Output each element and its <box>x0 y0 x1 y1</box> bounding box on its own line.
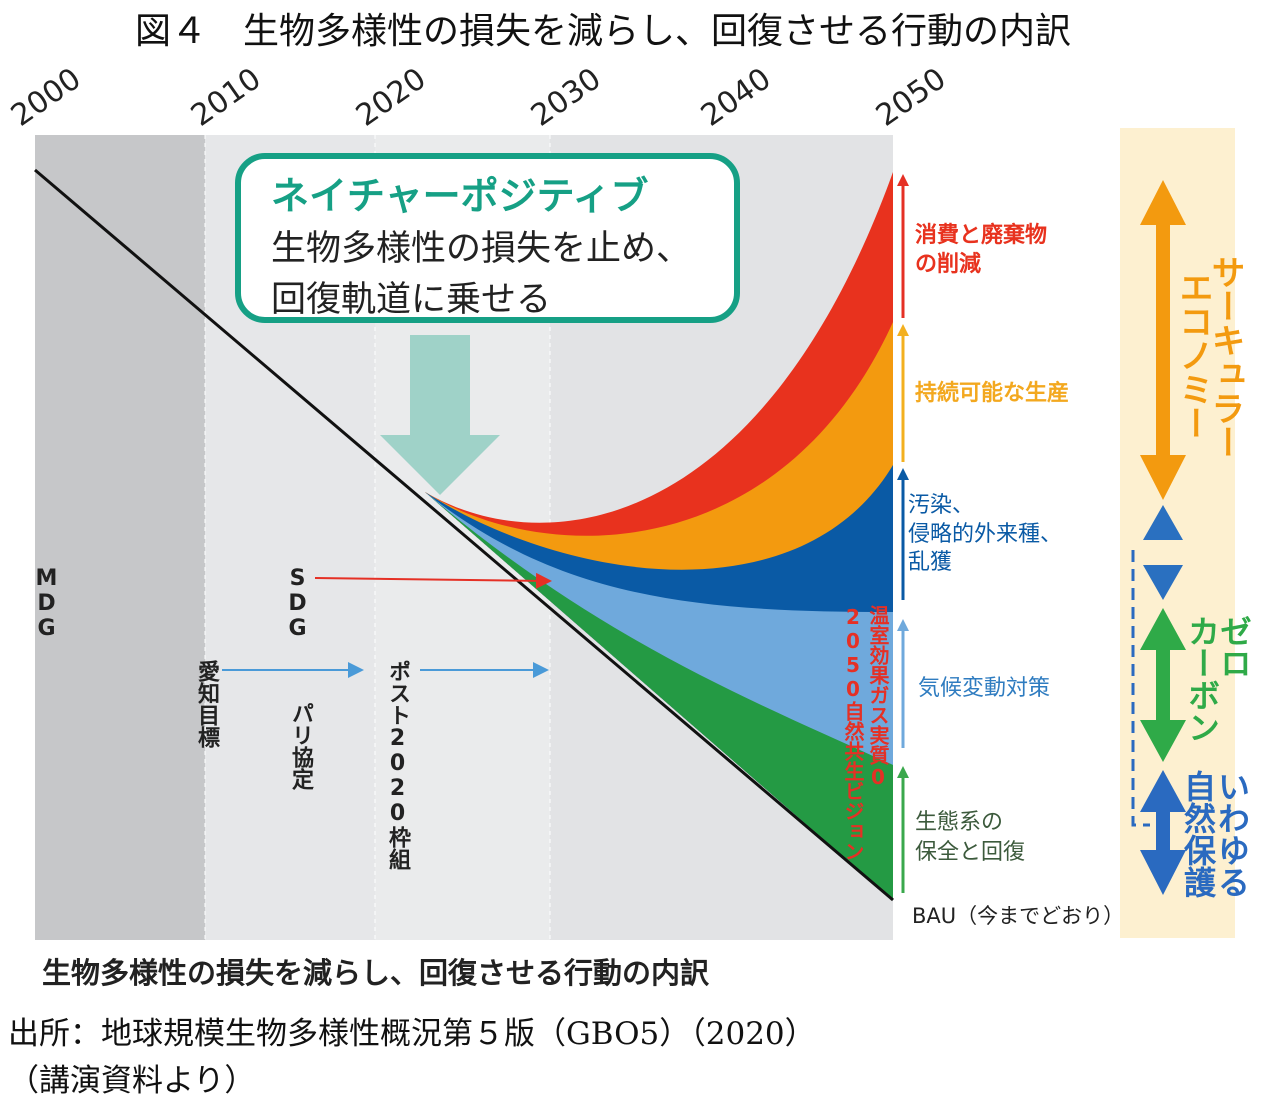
source-note: （講演資料より） <box>8 1063 256 1099</box>
down-arrow-icon <box>380 335 500 495</box>
sdg-arrow <box>314 572 552 589</box>
zero-carbon-b: カーボン <box>1183 615 1221 743</box>
aichi-label: 愛知目標 <box>194 660 219 748</box>
callout-line2: 回復軌道に乗せる <box>271 280 552 320</box>
sdg-label: SDG <box>285 566 310 641</box>
bau-label: BAU（今までどおり） <box>912 904 1125 928</box>
action-label: 侵略的外来種、 <box>908 521 1063 547</box>
action-label: の削減 <box>915 251 982 277</box>
chart-subtitle: 生物多様性の損失を減らし、回復させる行動の内訳 <box>42 956 710 990</box>
callout-title: ネイチャーポジティブ <box>271 174 649 218</box>
action-climate: 気候変動対策 <box>918 676 1051 701</box>
action-label: 汚染、 <box>908 493 975 518</box>
ghg-zero-label: 温室効果ガス実質0 <box>866 605 890 789</box>
source: 出所：地球規模生物多様性概況第５版（GBO5）（2020） <box>8 1016 816 1052</box>
nature-positive-callout: ネイチャーポジティブ 生物多様性の損失を止め、 回復軌道に乗せる <box>235 153 740 323</box>
post2020-label: ポスト2020枠組 <box>385 660 410 870</box>
figure-title: 図４ 生物多様性の損失を減らし、回復させる行動の内訳 <box>135 11 1072 52</box>
action-arrows <box>897 174 909 893</box>
nature-protection-b: 自然保護 <box>1179 770 1217 898</box>
callout-line1: 生物多様性の損失を止め、 <box>271 229 692 269</box>
circular-label-b: エコノミー <box>1173 270 1213 440</box>
zero-carbon-a: ゼロ <box>1215 615 1253 679</box>
action-label: 消費と廃棄物 <box>915 223 1048 248</box>
action-label: 生態系の <box>915 810 1004 835</box>
circular-label-a: サーキュラー <box>1205 255 1245 459</box>
action-production: 持続可能な生産 <box>915 381 1070 406</box>
mdg-period <box>35 135 205 940</box>
bau-line <box>34 168 894 902</box>
mdg-label: MDG <box>34 566 59 641</box>
action-label: 乱獲 <box>908 550 953 576</box>
nature-protection-a: いわゆる <box>1213 770 1251 898</box>
band-ecosystem <box>425 492 893 900</box>
action-label: 保全と回復 <box>915 839 1026 865</box>
action-consumption: 消費と廃棄物の削減 <box>915 222 1047 279</box>
vision-2050-label: 2050自然共生ビジョン <box>841 605 865 861</box>
right-double-arrows <box>1131 180 1186 895</box>
action-pollution: 汚染、侵略的外来種、乱獲 <box>908 492 1062 578</box>
paris-label: パリ協定 <box>288 702 313 790</box>
action-ecosystem: 生態系の保全と回復 <box>915 808 1025 867</box>
